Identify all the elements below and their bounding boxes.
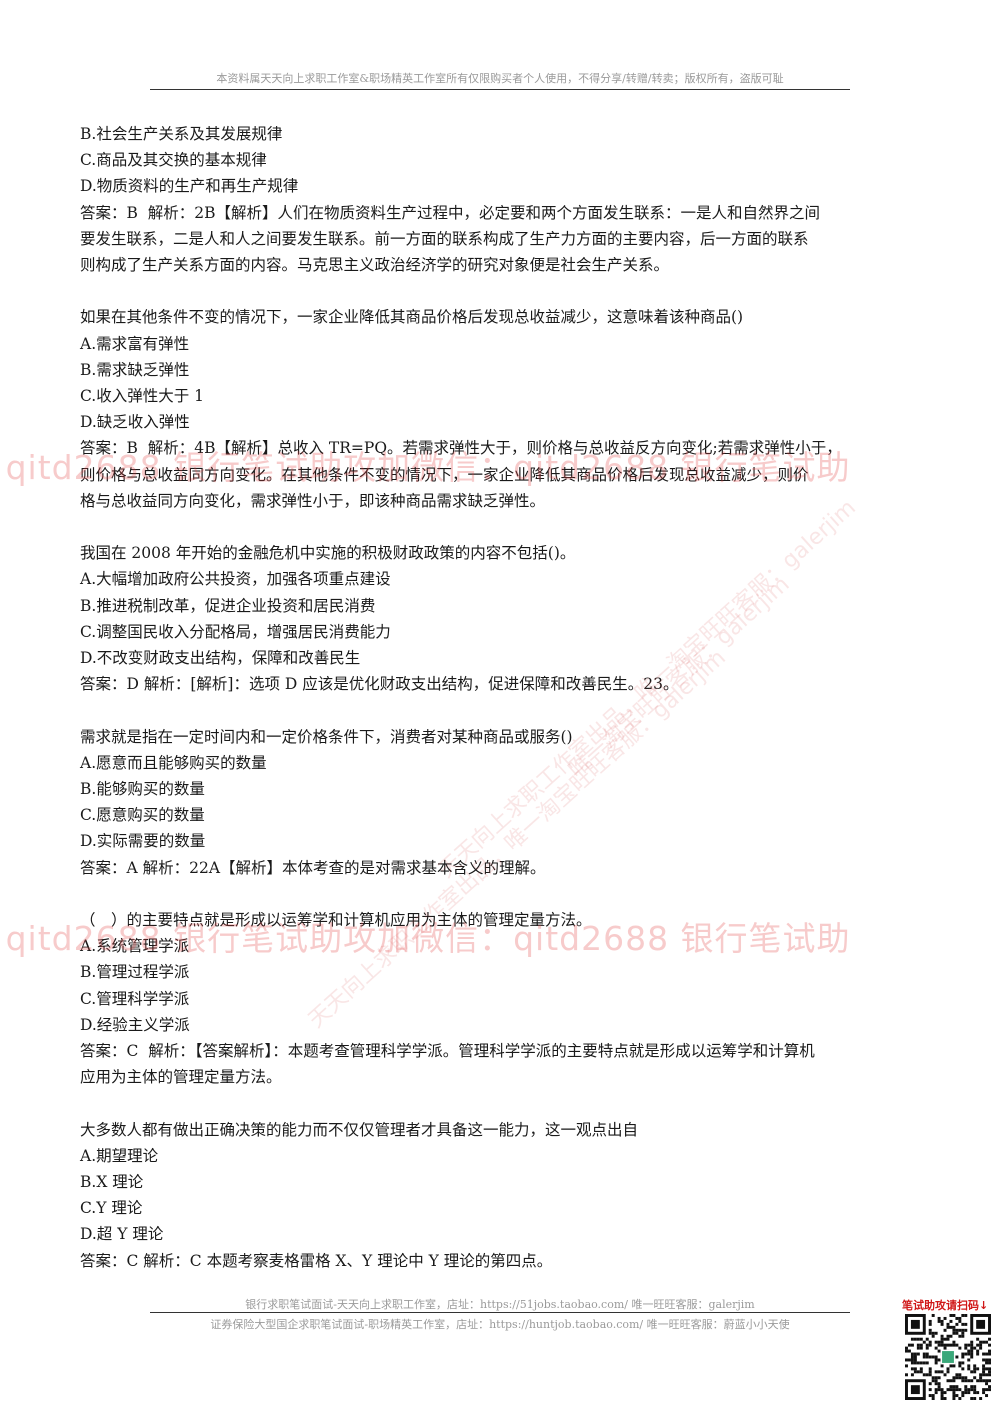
block-spacer	[80, 1090, 920, 1116]
text-line: 答案：A 解析：22A【解析】本体考查的是对需求基本含义的理解。	[80, 858, 546, 877]
question-block: 如果在其他条件不变的情况下，一家企业降低其商品价格后发现总收益减少，这意味着该种…	[80, 304, 920, 514]
text-line: D.物质资料的生产和再生产规律	[80, 177, 299, 196]
question-block: 我国在 2008 年开始的金融危机中实施的积极财政政策的内容不包括()。 A.大幅…	[80, 540, 920, 697]
block-spacer	[80, 514, 920, 540]
qr-code-icon[interactable]	[905, 1314, 991, 1400]
text-line: 则价格与总收益同方向变化。在其他条件不变的情况下，一家企业降低其商品价格后发现总…	[80, 465, 809, 484]
text-line: 要发生联系，二是人和人之间要发生联系。前一方面的联系构成了生产力方面的主要内容，…	[80, 229, 809, 248]
text-line: C.商品及其交换的基本规律	[80, 151, 267, 170]
text-line: D.缺乏收入弹性	[80, 413, 190, 432]
text-line: C.收入弹性大于 1	[80, 387, 205, 406]
text-line: 则构成了生产关系方面的内容。马克思主义政治经济学的研究对象便是社会生产关系。	[80, 256, 670, 275]
text-line: 格与总收益同方向变化，需求弹性小于，即该种商品需求缺乏弹性。	[80, 491, 546, 510]
text-line: 大多数人都有做出正确决策的能力而不仅仅管理者才具备这一能力，这一观点出自	[80, 1120, 639, 1139]
text-line: C.Y 理论	[80, 1199, 143, 1218]
question-block: B.社会生产关系及其发展规律 C.商品及其交换的基本规律 D.物质资料的生产和再生产…	[80, 121, 920, 278]
text-line: D.不改变财政支出结构，保障和改善民生	[80, 649, 361, 668]
text-line: A.大幅增加政府公共投资，加强各项重点建设	[80, 570, 391, 589]
question-block: 需求就是指在一定时间内和一定价格条件下，消费者对某种商品或服务() A.愿意而且能…	[80, 724, 920, 881]
text-line: 答案：B 解析：4B【解析】总收入 TR=PQ。若需求弹性大于，则价格与总收益反…	[80, 439, 842, 458]
text-line: A.愿意而且能够购买的数量	[80, 753, 267, 772]
text-line: C.管理科学学派	[80, 989, 190, 1008]
text-line: B.能够购买的数量	[80, 780, 205, 799]
text-line: 需求就是指在一定时间内和一定价格条件下，消费者对某种商品或服务()	[80, 727, 573, 746]
text-line: 答案：C 解析：C 本题考察麦格雷格 X、Y 理论中 Y 理论的第四点。	[80, 1251, 553, 1270]
text-line: A.需求富有弹性	[80, 334, 190, 353]
text-line: D.实际需要的数量	[80, 832, 206, 851]
text-line: 应用为主体的管理定量方法。	[80, 1068, 282, 1087]
text-line: C.调整国民收入分配格局，增强居民消费能力	[80, 622, 391, 641]
question-list: B.社会生产关系及其发展规律 C.商品及其交换的基本规律 D.物质资料的生产和再生产…	[80, 121, 920, 1274]
footer-shop-line-2: 证券保险大型国企求职笔试面试-职场精英工作室，店址：https://huntjo…	[210, 1318, 790, 1331]
question-block: （ ）的主要特点就是形成以运筹学和计算机应用为主体的管理定量方法。 A.系统管理学…	[80, 907, 920, 1090]
text-line: D.超 Y 理论	[80, 1225, 164, 1244]
header-copyright-note: 本资料属天天向上求职工作室&职场精英工作室所有仅限购买者个人使用，不得分享/转赠…	[216, 72, 784, 85]
text-line: A.期望理论	[80, 1146, 159, 1165]
footer-divider	[150, 1312, 850, 1313]
qr-scan-label: 笔试助攻请扫码↓	[902, 1299, 989, 1312]
text-line: （ ）的主要特点就是形成以运筹学和计算机应用为主体的管理定量方法。	[80, 911, 592, 930]
text-line: C.愿意购买的数量	[80, 806, 205, 825]
text-line: 答案：D 解析：[解析]：选项 D 应该是优化财政支出结构，促进保障和改善民生。…	[80, 675, 679, 694]
block-spacer	[80, 697, 920, 723]
block-spacer	[80, 881, 920, 907]
text-line: B.社会生产关系及其发展规律	[80, 125, 283, 143]
text-line: D.经验主义学派	[80, 1015, 190, 1034]
text-line: 如果在其他条件不变的情况下，一家企业降低其商品价格后发现总收益减少，这意味着该种…	[80, 308, 744, 327]
text-line: 答案：B 解析：2B【解析】人们在物质资料生产过程中，必定要和两个方面发生联系：…	[80, 203, 820, 222]
text-line: 我国在 2008 年开始的金融危机中实施的积极财政政策的内容不包括()。	[80, 544, 576, 563]
text-line: A.系统管理学派	[80, 937, 190, 956]
block-spacer	[80, 278, 920, 304]
text-line: B.需求缺乏弹性	[80, 360, 190, 379]
text-line: B.X 理论	[80, 1173, 144, 1192]
text-line: B.管理过程学派	[80, 963, 190, 982]
question-block: 大多数人都有做出正确决策的能力而不仅仅管理者才具备这一能力，这一观点出自 A.期望…	[80, 1117, 920, 1274]
text-line: 答案：C 解析：【答案解析】：本题考查管理科学学派。管理科学学派的主要特点就是形…	[80, 1042, 815, 1061]
footer-shop-line-1: 银行求职笔试面试-天天向上求职工作室，店址：https://51jobs.tao…	[245, 1298, 755, 1311]
header-divider	[150, 89, 850, 90]
text-line: B.推进税制改革，促进企业投资和居民消费	[80, 596, 376, 615]
